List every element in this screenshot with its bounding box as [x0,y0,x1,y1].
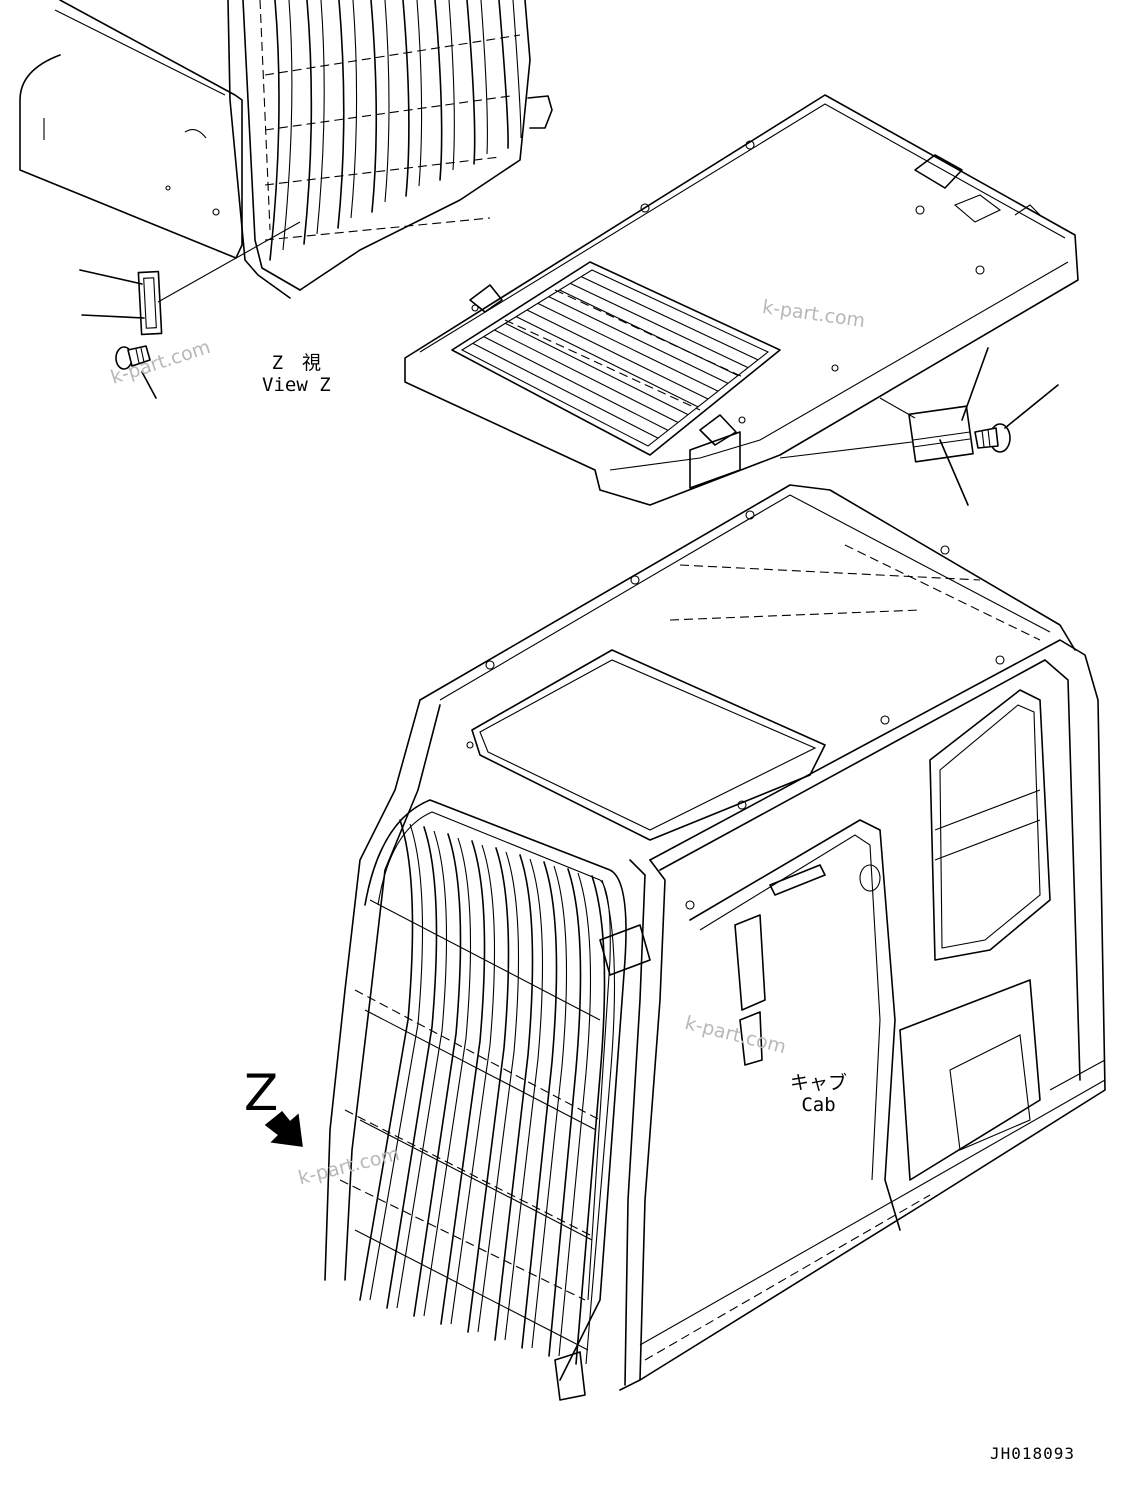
view-z-screw [115,345,151,370]
view-z-label-en: View Z [262,374,331,396]
drawing-number: JH018093 [990,1444,1076,1463]
view-direction-arrow-icon [264,1110,303,1147]
roof-label-plate [908,405,974,463]
view-z-grille-slats [264,0,522,261]
cab-label-jp: キャブ [790,1072,848,1094]
view-z-label-jp: Z 視 [271,352,322,374]
cab-label-en: Cab [801,1094,836,1116]
view-z-label-plate [137,270,163,336]
roof-cover-panel [404,94,1079,506]
cab-assembly [324,484,1106,1401]
cab-label: キャブ Cab [790,1072,847,1116]
z-view-marker: Z [244,1064,279,1122]
roof-mesh-lines [472,276,759,439]
view-z-label: Z 視 View Z [262,352,331,396]
cab-front-grille-slats [354,819,616,1365]
roof-screw [974,423,1011,453]
view-z-detail [19,0,553,399]
